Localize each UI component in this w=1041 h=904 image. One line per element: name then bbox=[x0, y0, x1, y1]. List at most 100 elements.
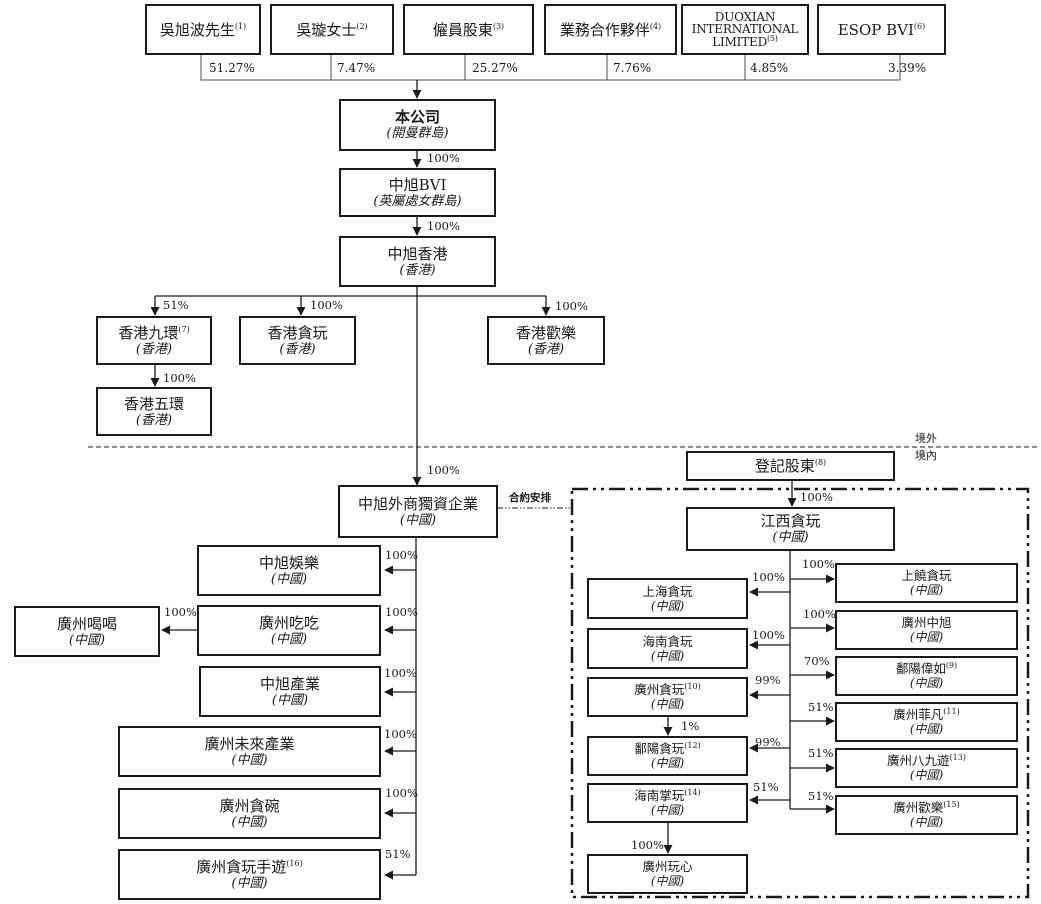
entity-name: 中旭香港 bbox=[387, 244, 448, 263]
entity-name: 廣州八九遊 bbox=[887, 753, 950, 769]
shareholding-pct: 7.76% bbox=[613, 61, 652, 75]
poyang-weiru-box: 鄱陽偉如(9) (中國) bbox=[835, 656, 1018, 696]
entity-name: 鄱陽貪玩 bbox=[634, 741, 685, 757]
poyang-tanwan-box: 鄱陽貪玩(12) (中國) bbox=[587, 736, 748, 776]
entity-name: 廣州喝喝 bbox=[56, 614, 117, 633]
entity-location: (中國) bbox=[231, 752, 268, 768]
footnote-ref: (14) bbox=[684, 788, 701, 798]
ownership-pct: 100% bbox=[384, 727, 417, 741]
entity-name: 香港貪玩 bbox=[267, 323, 328, 342]
footnote-ref: (9) bbox=[945, 661, 958, 671]
entity-location: (中國) bbox=[909, 676, 944, 691]
entity-name: 廣州中旭 bbox=[901, 615, 952, 631]
shareholder-box: DUOXIAN INTERNATIONAL LIMITED(5) bbox=[681, 4, 809, 55]
ownership-pct: 100% bbox=[802, 557, 835, 571]
shareholder-name: 業務合作夥伴 bbox=[559, 20, 650, 39]
gz-weilai-box: 廣州未來產業 (中國) bbox=[118, 726, 381, 777]
ownership-pct: 51% bbox=[163, 298, 189, 312]
contractual-arrangement-label: 合約安排 bbox=[509, 492, 551, 504]
shanghai-tanwan-box: 上海貪玩 (中國) bbox=[587, 578, 748, 619]
hk-box: 中旭香港 (香港) bbox=[339, 236, 496, 287]
shareholder-box: 業務合作夥伴(4) bbox=[544, 4, 677, 55]
entity-name: 本公司 bbox=[394, 108, 440, 127]
hk-huanle-box: 香港歡樂 (香港) bbox=[487, 316, 605, 365]
hainan-zhangwan-box: 海南掌玩(14) (中國) bbox=[587, 783, 748, 823]
footnote-ref: (16) bbox=[286, 858, 303, 868]
offshore-label: 境外 bbox=[915, 432, 937, 445]
shareholding-pct: 4.85% bbox=[750, 61, 789, 75]
footnote-ref: (15) bbox=[943, 800, 960, 810]
entity-location: (香港) bbox=[279, 341, 316, 357]
ownership-pct: 100% bbox=[752, 570, 785, 584]
entity-location: (中國) bbox=[271, 692, 309, 708]
shareholder-name: 僱員股東 bbox=[432, 20, 493, 39]
entity-name: 廣州貪碗 bbox=[219, 796, 280, 815]
entity-name: 廣州吃吃 bbox=[258, 613, 319, 632]
entity-location: (中國) bbox=[270, 571, 308, 587]
ownership-pct: 100% bbox=[427, 219, 460, 233]
entity-location: (中國) bbox=[909, 768, 944, 783]
entity-name: 海南掌玩 bbox=[634, 788, 685, 804]
bvi-box: 中旭BVI (英屬處女群島) bbox=[339, 168, 496, 217]
ownership-pct: 51% bbox=[753, 780, 779, 794]
entity-name: 中旭娛樂 bbox=[258, 553, 319, 572]
gz-89you-box: 廣州八九遊(13) (中國) bbox=[835, 748, 1018, 788]
footnote-ref: (11) bbox=[943, 707, 960, 717]
footnote-ref: (4) bbox=[649, 21, 662, 31]
entity-name: 廣州玩心 bbox=[642, 859, 693, 875]
entity-name: 廣州貪玩手遊 bbox=[196, 857, 287, 876]
shareholding-pct: 3.39% bbox=[888, 61, 927, 75]
entity-location: (中國) bbox=[650, 803, 685, 818]
gz-hehe-box: 廣州喝喝 (中國) bbox=[14, 606, 160, 657]
shareholder-box: 僱員股東(3) bbox=[403, 4, 534, 55]
entity-location: (中國) bbox=[270, 631, 308, 647]
ownership-pct: 100% bbox=[385, 786, 418, 800]
shareholder-name: 吳旭波先生 bbox=[159, 20, 235, 39]
entity-location: (中國) bbox=[772, 530, 809, 546]
gz-tanwan-box: 廣州貪玩(10) (中國) bbox=[587, 677, 748, 717]
entity-name: 香港五環 bbox=[123, 394, 184, 413]
entity-location: (香港) bbox=[527, 341, 565, 357]
onshore-label: 境內 bbox=[915, 449, 937, 462]
shareholder-box: 吳旭波先生(1) bbox=[145, 4, 261, 55]
entity-name: 登記股東 bbox=[754, 457, 815, 475]
ownership-pct: 100% bbox=[427, 463, 460, 477]
ownership-pct: 100% bbox=[803, 607, 836, 621]
entity-name: 廣州菲凡 bbox=[893, 707, 944, 723]
entity-location: (中國) bbox=[68, 632, 106, 648]
entity-name: 鄱陽偉如 bbox=[895, 661, 946, 677]
zhongxu-chanye-box: 中旭產業 (中國) bbox=[199, 666, 381, 717]
entity-location: (中國) bbox=[909, 722, 944, 737]
footnote-ref: (12) bbox=[684, 741, 701, 751]
entity-location: (香港) bbox=[135, 341, 173, 357]
ownership-pct: 100% bbox=[164, 605, 197, 619]
ownership-pct: 100% bbox=[385, 605, 418, 619]
entity-location: (中國) bbox=[909, 630, 944, 645]
hk-tanwan-box: 香港貪玩 (香港) bbox=[239, 316, 356, 365]
hk-jiuhuan-box: 香港九環(7) (香港) bbox=[96, 316, 212, 365]
gz-chichi-box: 廣州吃吃 (中國) bbox=[197, 605, 381, 656]
gz-shouyou-box: 廣州貪玩手遊(16) (中國) bbox=[118, 849, 381, 900]
shareholder-box: 吳璇女士(2) bbox=[270, 4, 394, 55]
entity-location: (中國) bbox=[650, 697, 685, 712]
shareholder-name: ESOP BVI bbox=[837, 20, 914, 39]
entity-name: 上海貪玩 bbox=[642, 583, 693, 599]
vie-boundary bbox=[570, 487, 1030, 899]
jiangxi-tanwan-box: 江西貪玩 (中國) bbox=[686, 507, 895, 551]
footnote-ref: (7) bbox=[178, 324, 190, 334]
shareholding-pct: 51.27% bbox=[209, 61, 255, 75]
shangrao-tanwan-box: 上饒貪玩 (中國) bbox=[835, 563, 1018, 603]
entity-location: (中國) bbox=[231, 875, 268, 891]
ownership-pct: 51% bbox=[808, 700, 834, 714]
ownership-pct: 100% bbox=[310, 298, 343, 312]
shareholding-pct: 25.27% bbox=[472, 61, 518, 75]
ownership-pct: 100% bbox=[385, 548, 418, 562]
gz-huanle-box: 廣州歡樂(15) (中國) bbox=[835, 795, 1018, 835]
entity-location: (中國) bbox=[650, 598, 685, 613]
entity-name: 中旭產業 bbox=[259, 674, 320, 693]
ownership-pct: 1% bbox=[681, 719, 700, 733]
gz-tanwan-bowl-box: 廣州貪碗 (中國) bbox=[118, 788, 381, 839]
entity-location: (中國) bbox=[909, 583, 944, 598]
ownership-pct: 99% bbox=[755, 735, 781, 749]
